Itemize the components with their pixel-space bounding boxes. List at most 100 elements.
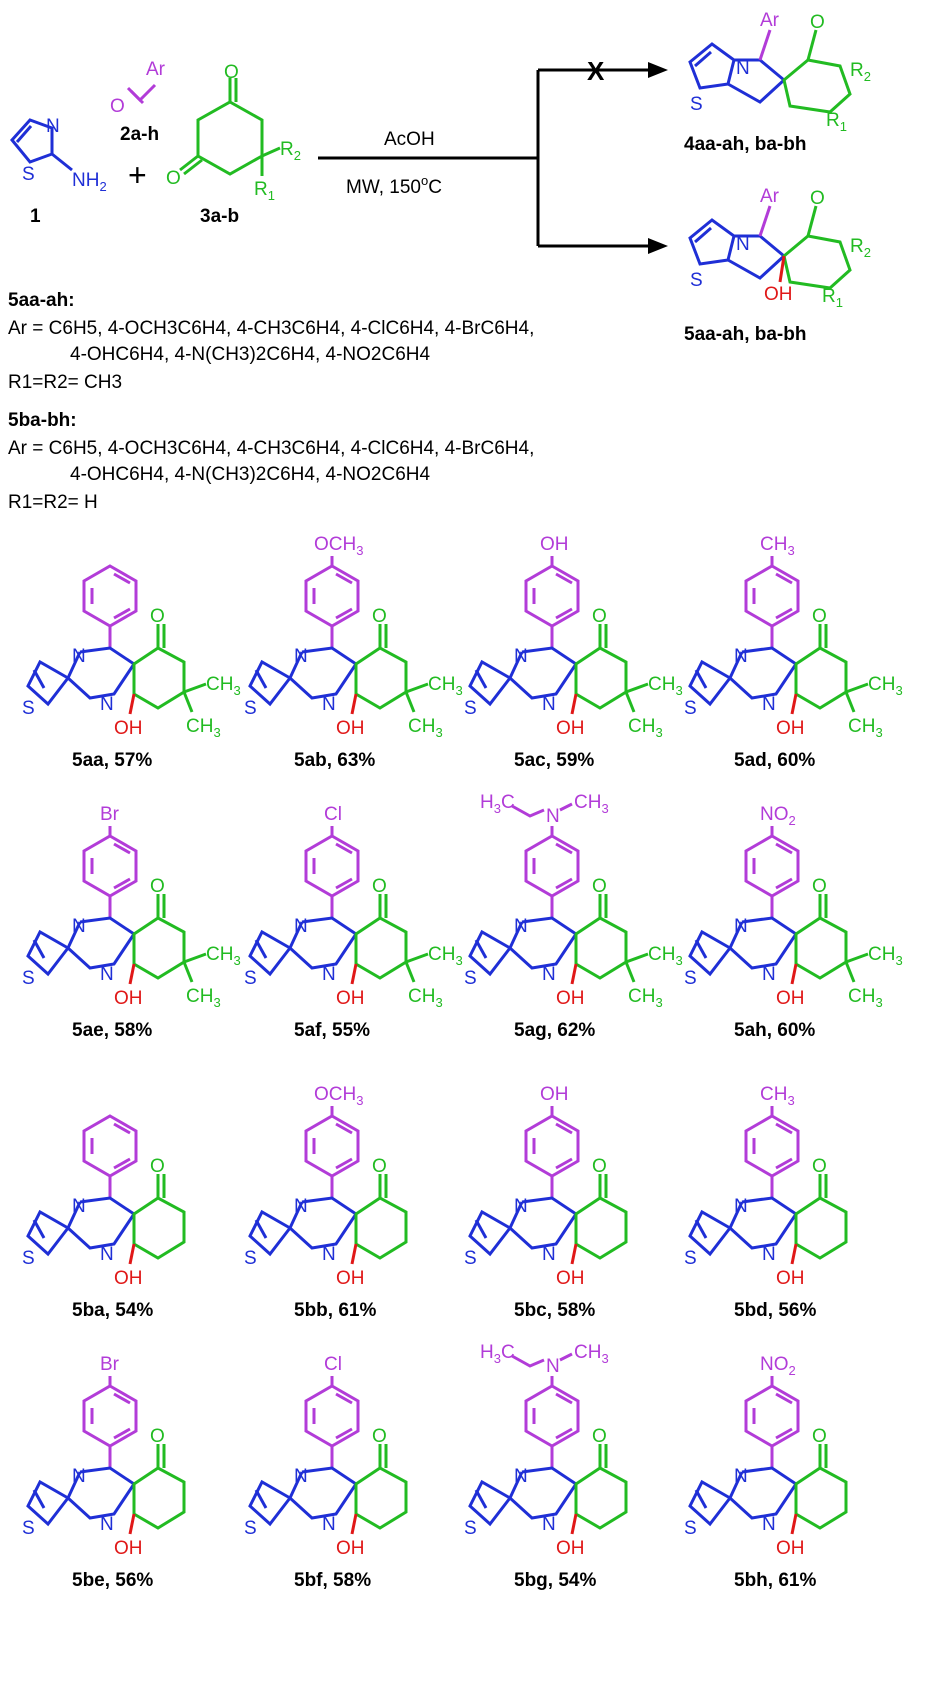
compound-label: 5bg, 54% [514, 1570, 596, 1591]
pyrimidine-top [301, 1196, 357, 1216]
hydroxyl-oh: OH [556, 1538, 585, 1559]
hydroxyl-oh: OH [556, 718, 585, 739]
hydroxyl-bond [350, 1243, 358, 1265]
cyclohexanone-ring [354, 1196, 408, 1260]
hydroxyl-oh: OH [336, 718, 365, 739]
dione-r2: R2 [280, 139, 301, 163]
methyl-lower: CH3 [628, 986, 663, 1010]
thiazole-ring [248, 929, 292, 977]
hydroxyl-bond [350, 963, 358, 985]
pyrimidine-top [521, 916, 577, 936]
thiazole-ring [688, 1479, 732, 1527]
gem-dimethyl-bonds [404, 682, 429, 713]
hydroxyl-bond [128, 1243, 136, 1265]
ring-n-bottom: N [100, 694, 114, 715]
ring-n-top: N [734, 916, 748, 937]
ketone-bond [598, 624, 608, 648]
pyrimidine-ring [508, 651, 578, 700]
product-5-oh: OH [764, 284, 793, 305]
ketone-bond [818, 1444, 828, 1468]
ring-n-bottom: N [542, 1244, 556, 1265]
ring-s: S [684, 1518, 697, 1539]
product-5-structure [688, 205, 852, 290]
aryl-inner-bonds [532, 572, 573, 620]
ring-n-top: N [72, 1196, 86, 1217]
substituent-nme2-n: N [546, 1356, 560, 1377]
ring-s: S [22, 698, 35, 719]
series-1-ar-line1: Ar = C6H5, 4-OCH3C6H4, 4-CH3C6H4, 4-ClC6… [8, 318, 534, 339]
ring-n-bottom: N [322, 964, 336, 985]
hydroxyl-oh: OH [336, 1268, 365, 1289]
ketone-bond [378, 1174, 388, 1198]
ring-n-bottom: N [322, 1514, 336, 1535]
methyl-lower: CH3 [848, 986, 883, 1010]
hydroxyl-oh: OH [556, 988, 585, 1009]
ketone-o: O [372, 876, 387, 897]
methyl-upper: CH3 [206, 674, 241, 698]
cyclohexanone-ring [574, 1196, 628, 1260]
hydroxyl-oh: OH [114, 718, 143, 739]
ring-n-top: N [72, 916, 86, 937]
aryl-inner-bonds [532, 1122, 573, 1170]
pyrimidine-top [741, 646, 797, 666]
cyclohexanone-ring [132, 1466, 186, 1530]
gem-dimethyl-bonds [624, 682, 649, 713]
product-5-r1: R1 [822, 286, 843, 310]
aryl-inner-bonds [752, 572, 793, 620]
ring-n-top: N [514, 916, 528, 937]
ketone-bond [378, 624, 388, 648]
pyrimidine-ring [728, 651, 798, 700]
plus-sign: + [128, 157, 147, 193]
hydroxyl-oh: OH [336, 988, 365, 1009]
thiazole-double [474, 1489, 488, 1509]
ketone-bond [378, 894, 388, 918]
ring-n-bottom: N [762, 1244, 776, 1265]
dione-o-top: O [224, 62, 239, 83]
ring-s: S [244, 968, 257, 989]
thiazole-s-atom: S [22, 164, 35, 185]
thiazole-ring [248, 1479, 292, 1527]
product-5-r2: R2 [850, 236, 871, 260]
thiazole-double [474, 939, 488, 959]
aryl-inner-bonds [312, 572, 353, 620]
thiazole-ring [26, 1209, 70, 1257]
product-4-s: S [690, 94, 703, 115]
substituent-ch3: CH3 [760, 534, 795, 558]
thiazole-double [32, 1489, 46, 1509]
thiazole-n-atom: N [46, 116, 60, 137]
aldehyde-o: O [110, 96, 125, 117]
ketone-bond [156, 1174, 166, 1198]
ring-n-bottom: N [762, 694, 776, 715]
aryl-inner-bonds [752, 842, 793, 890]
gem-dimethyl-bonds [182, 682, 207, 713]
ring-s: S [464, 1248, 477, 1269]
reactant-1-label: 1 [30, 206, 41, 227]
thiazole-double [32, 669, 46, 689]
reactant-2-label: 2a-h [120, 124, 159, 145]
aryl-inner-bonds [90, 1392, 131, 1440]
ketone-bond [818, 1174, 828, 1198]
hydroxyl-oh: OH [776, 988, 805, 1009]
ring-n-top: N [294, 916, 308, 937]
hydroxyl-bond [790, 693, 798, 715]
thiazole-double [254, 1489, 268, 1509]
aryl-inner-bonds [752, 1392, 793, 1440]
pyrimidine-top [521, 1196, 577, 1216]
ketone-o: O [592, 876, 607, 897]
methyl-upper: CH3 [648, 944, 683, 968]
ring-n-top: N [734, 1196, 748, 1217]
reactant-aldehyde [126, 83, 157, 105]
ring-s: S [464, 968, 477, 989]
ring-n-top: N [72, 1466, 86, 1487]
ketone-o: O [372, 1426, 387, 1447]
ring-n-top: N [514, 1196, 528, 1217]
ketone-bond [598, 1174, 608, 1198]
substituent-oh: OH [540, 1084, 569, 1105]
pyrimidine-top [79, 646, 135, 666]
thiazole-ring [468, 659, 512, 707]
